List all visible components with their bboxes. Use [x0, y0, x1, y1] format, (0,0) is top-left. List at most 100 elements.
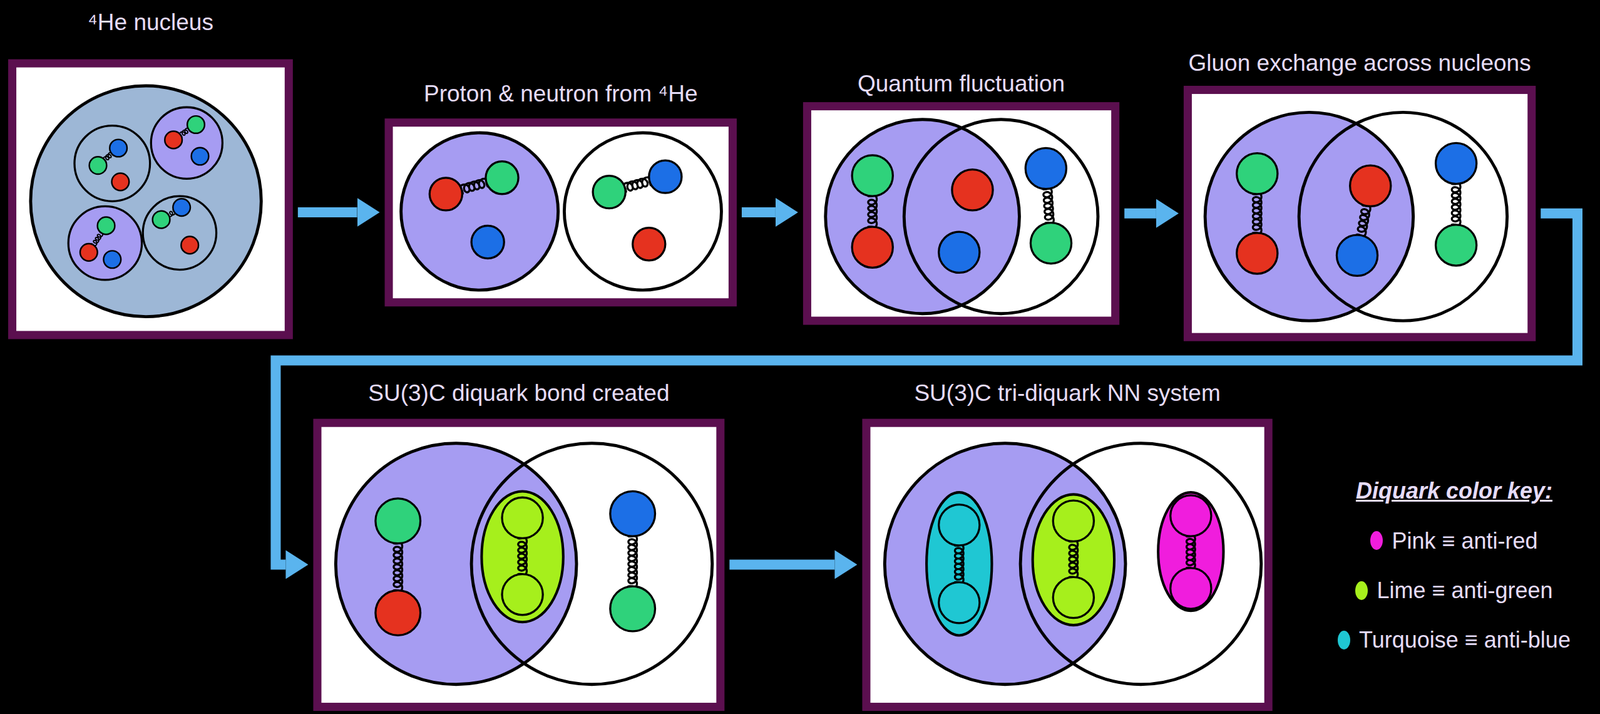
diquark	[926, 492, 992, 635]
neutron-outline	[471, 443, 713, 685]
legend-title: Diquark color key:	[1355, 477, 1553, 504]
quark	[375, 590, 421, 636]
quark	[610, 585, 656, 631]
quark	[1052, 500, 1094, 541]
diquark	[1158, 492, 1224, 611]
panel-frame	[388, 122, 733, 303]
quark	[172, 198, 191, 216]
quark	[649, 160, 682, 193]
quark	[1236, 153, 1278, 195]
gluon-spring	[628, 533, 638, 589]
gluon-spring	[1451, 181, 1461, 228]
panel-heading: ⁴He nucleus	[8, 9, 293, 37]
quark	[111, 172, 129, 191]
quark	[1236, 232, 1278, 274]
neutron-outline	[903, 119, 1098, 314]
panel-art	[12, 63, 290, 335]
quark	[1030, 222, 1072, 264]
legend-row: Pink ≡ anti-red	[1370, 527, 1538, 554]
quark	[1435, 142, 1477, 184]
quark	[89, 156, 108, 175]
neutron	[142, 195, 216, 270]
quark	[97, 217, 116, 235]
gluon-spring	[1252, 191, 1262, 236]
gluon-spring	[1186, 533, 1195, 571]
flow-arrow	[275, 213, 1578, 565]
quark	[851, 226, 893, 268]
panel-frame	[384, 118, 737, 307]
quark	[80, 243, 98, 262]
legend-swatch	[1355, 580, 1368, 600]
panel-art	[806, 106, 1115, 321]
neutron	[564, 132, 722, 290]
legend-text: Pink ≡ anti-red	[1391, 527, 1538, 554]
panel-art	[317, 422, 721, 707]
gluon-spring	[954, 542, 964, 585]
quark	[103, 250, 121, 268]
quark	[180, 236, 199, 255]
proton	[825, 119, 1020, 314]
panel-frame	[12, 63, 290, 335]
quark	[1025, 147, 1067, 189]
process-panel: SU(3)C diquark bond created	[312, 379, 725, 711]
quark	[375, 498, 421, 544]
gluon-spring	[1356, 203, 1371, 238]
quark	[1170, 567, 1212, 609]
quark	[191, 147, 210, 166]
quark	[187, 115, 205, 134]
legend-row: Turquoise ≡ anti-blue	[1337, 626, 1571, 653]
panel-art	[866, 422, 1269, 707]
gluon-spring	[458, 178, 489, 194]
quark	[502, 497, 543, 538]
proton	[68, 205, 142, 280]
panel-frame	[861, 418, 1272, 710]
panel-frame	[312, 418, 725, 710]
panel-heading: SU(3)C diquark bond created	[312, 379, 725, 407]
quark	[429, 177, 462, 211]
panel-heading: Quantum fluctuation	[803, 70, 1120, 98]
panel-frame	[1183, 85, 1536, 342]
legend-row: Lime ≡ anti-green	[1355, 577, 1553, 603]
panel-frame	[866, 422, 1269, 707]
gluon-spring	[1069, 538, 1078, 580]
flow-arrow	[729, 558, 835, 570]
quark	[485, 161, 519, 195]
quark	[938, 504, 980, 546]
neutron-outline	[1020, 443, 1262, 685]
neutron	[74, 125, 151, 202]
panel-frame	[8, 59, 293, 340]
quark	[471, 225, 504, 258]
quark	[952, 169, 993, 211]
proton	[1205, 112, 1414, 321]
legend-text: Lime ≡ anti-green	[1376, 577, 1553, 603]
gluon-spring	[393, 540, 403, 593]
quark	[109, 139, 128, 158]
process-panel: Gluon exchange across nucleons	[1183, 50, 1536, 342]
panel-heading: Proton & neutron from ⁴He	[384, 80, 737, 108]
quark	[1350, 165, 1391, 206]
gluon-spring	[1042, 186, 1054, 226]
quark	[1336, 234, 1378, 276]
legend-swatch	[1370, 530, 1383, 550]
process-panel: Quantum fluctuation	[803, 70, 1120, 325]
quark	[164, 131, 183, 149]
proton	[401, 132, 559, 290]
proton	[335, 443, 577, 685]
diquark	[1032, 493, 1115, 625]
quark	[938, 231, 980, 273]
quark	[1052, 576, 1094, 618]
color-legend: Diquark color key: Pink ≡ anti-redLime ≡ …	[1337, 477, 1571, 653]
quark	[1170, 495, 1212, 536]
gluon-spring	[622, 177, 653, 192]
process-panel: ⁴He nucleus	[8, 9, 293, 339]
quark	[592, 175, 626, 209]
neutron-outline	[1298, 112, 1508, 321]
nucleus	[30, 85, 262, 317]
panel-art	[388, 122, 733, 303]
diquark	[481, 490, 563, 622]
gluon-spring	[518, 535, 528, 577]
panel-frame	[1187, 90, 1532, 338]
